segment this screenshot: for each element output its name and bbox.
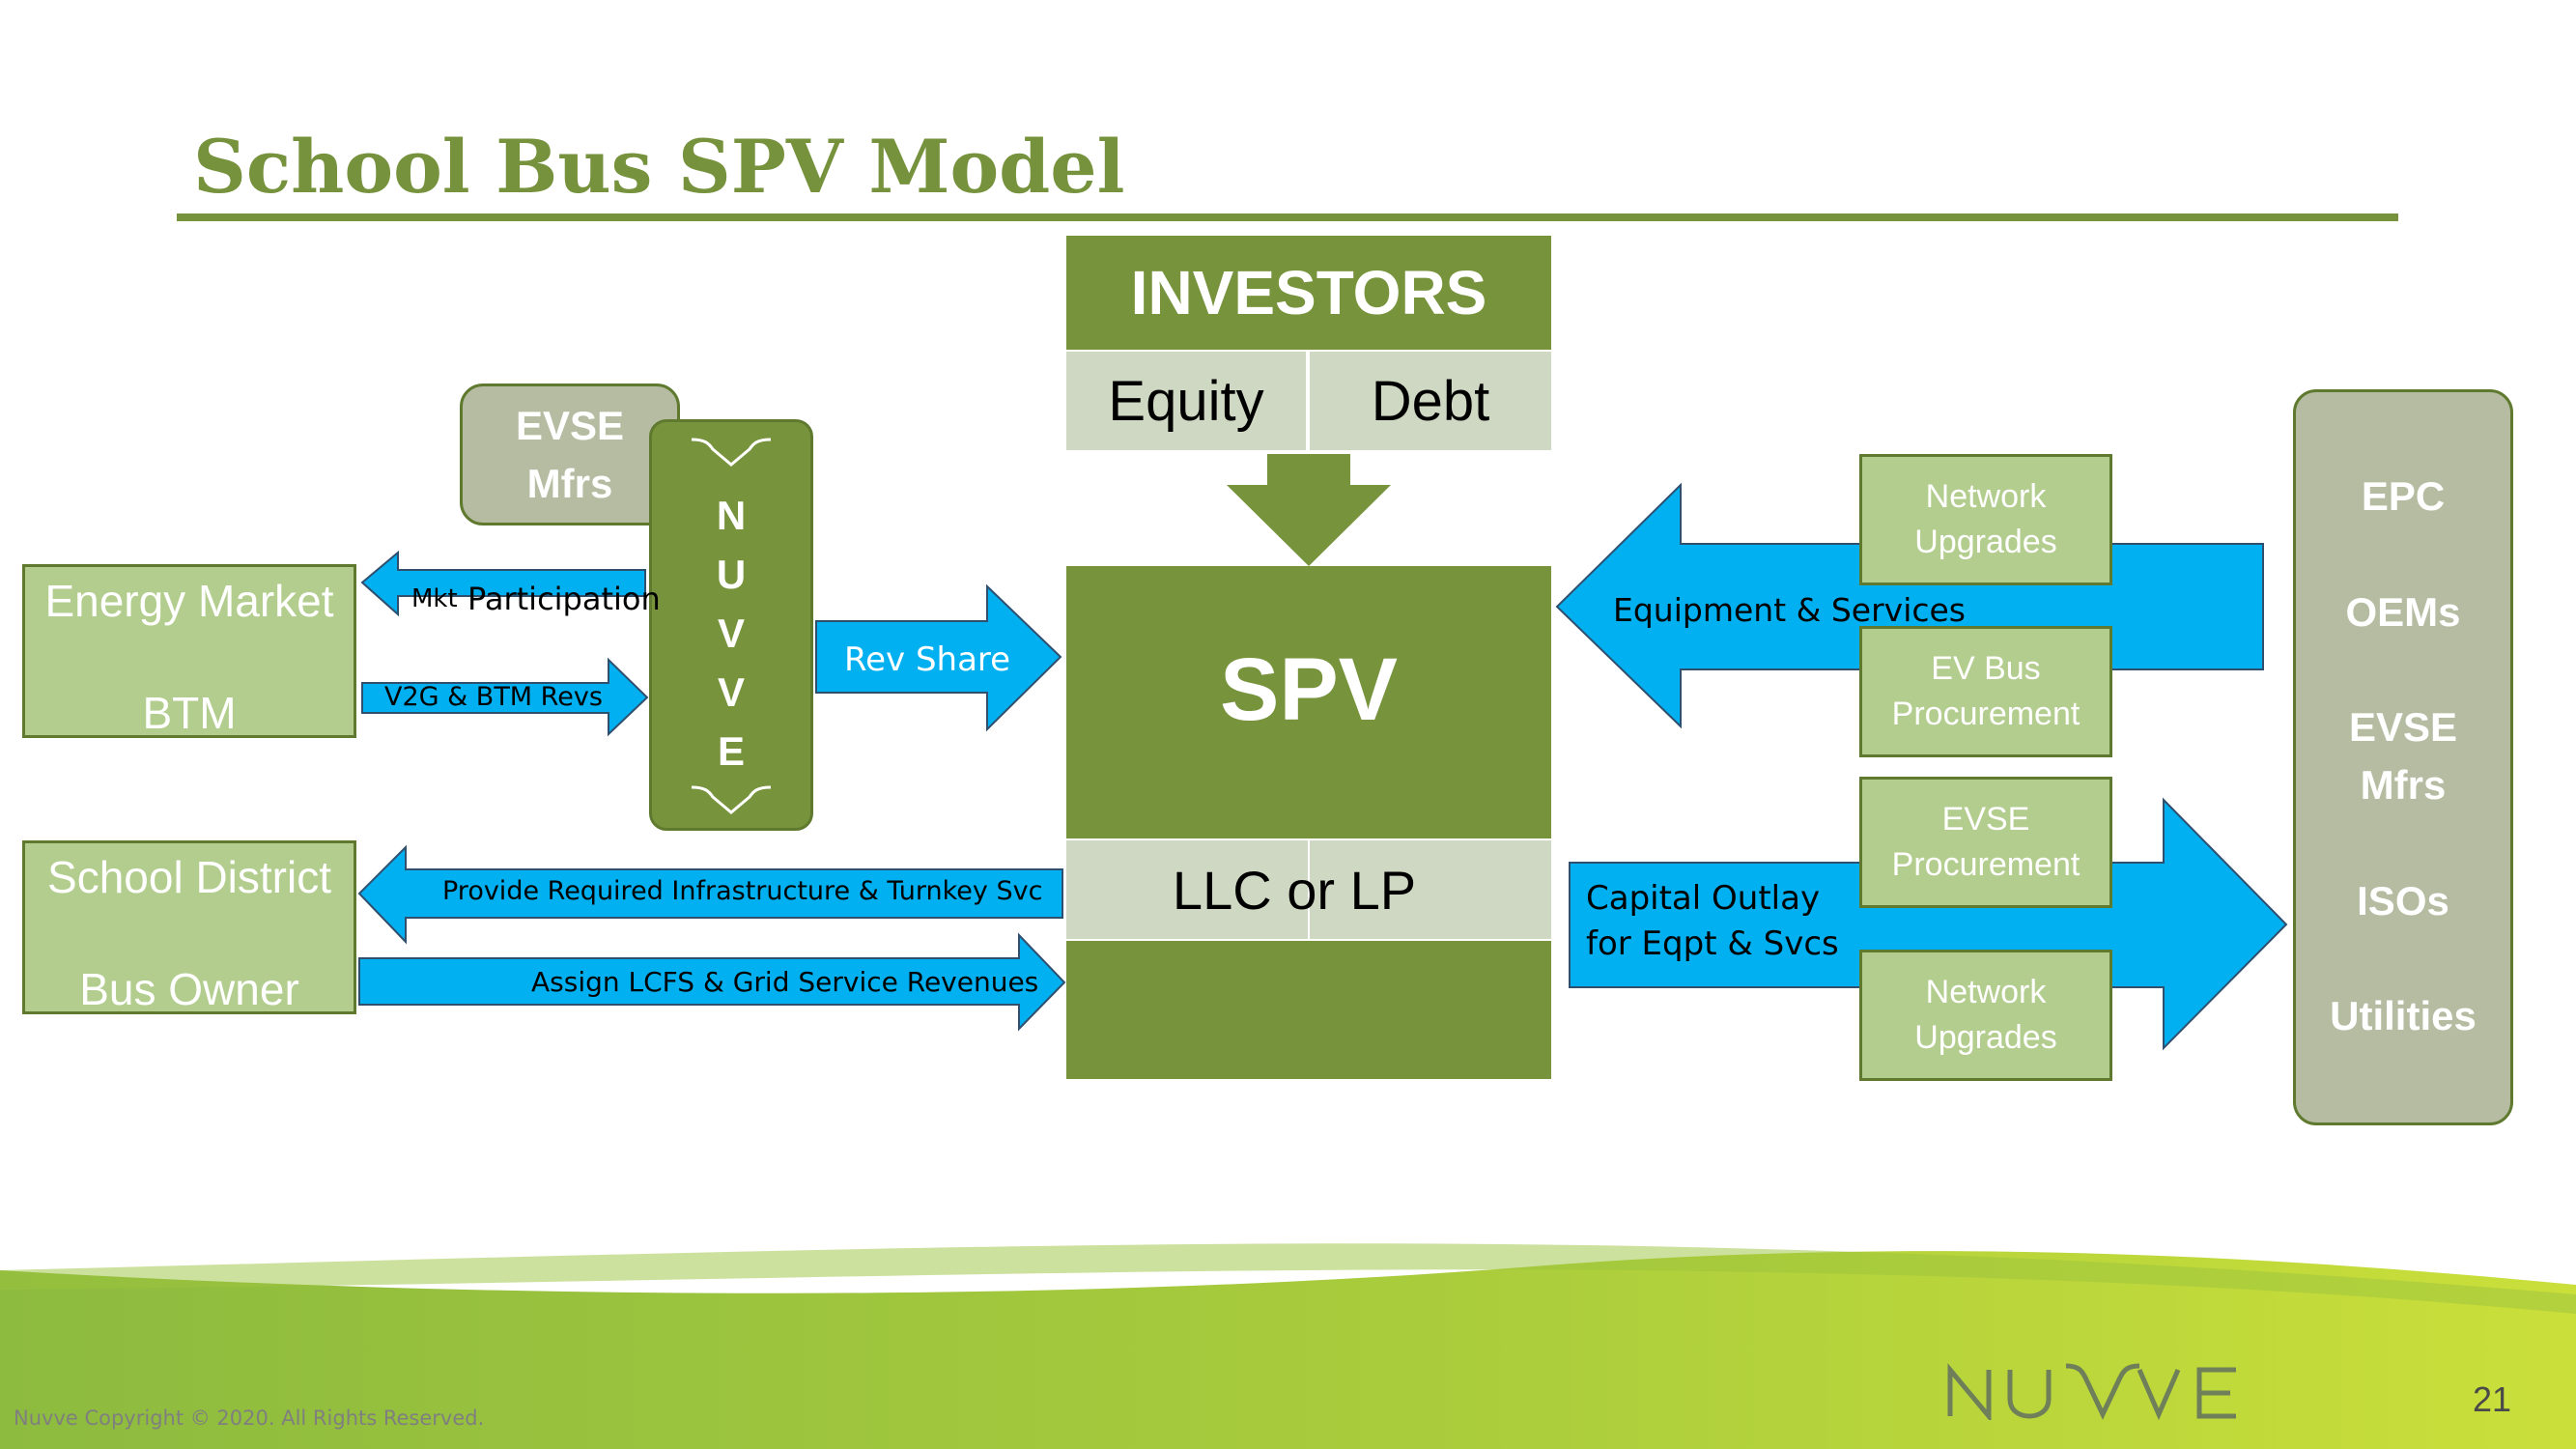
v2g-revs-arrow [361,657,649,737]
network-upgrades-top-box: Network Upgrades [1859,454,2112,585]
evse-mfrs-box: EVSE Mfrs [460,384,680,526]
school-district-label: School District [47,852,331,902]
nuvve-letter: E [717,728,745,774]
provider-epc: EPC [2361,473,2446,519]
nuvve-letter: U [716,552,747,597]
nuvve-logo [1946,1360,2275,1423]
debt-cell: Debt [1308,350,1553,452]
nuvve-letter: N [716,493,747,538]
equity-cell: Equity [1064,350,1308,452]
nuvve-letter: V [717,611,745,656]
provide-infrastructure-label: Provide Required Infrastructure & Turnke… [442,876,1043,906]
school-district-box: School District Bus Owner [22,840,356,1014]
ev-bus-procurement-line1: EV Bus [1931,650,2041,687]
footer-copyright: Nuvve Copyright © 2020. All Rights Reser… [14,1406,485,1430]
mkt-label: Mkt [411,584,458,613]
energy-market-box: Energy Market BTM [22,564,356,738]
evse-procurement-line2: Procurement [1891,846,2081,883]
llc-divider [1308,840,1310,939]
spv-box: SPV [1066,566,1551,1079]
v2g-revs-label: V2G & BTM Revs [384,682,603,712]
network-upgrades-top-line2: Upgrades [1914,524,2057,560]
btm-label: BTM [142,688,237,738]
equipment-services-label: Equipment & Services [1613,591,1966,629]
providers-box: EPC OEMs EVSE Mfrs ISOs Utilities [2293,389,2513,1125]
llc-label: LLC or LP [1172,859,1417,921]
nuvve-bottom-glyph [691,785,772,814]
evse-mfrs-line2: Mfrs [526,460,613,506]
assign-revenues-arrow [358,932,1066,1032]
provider-isos: ISOs [2357,878,2449,923]
title-underline [177,213,2398,221]
network-upgrades-top-line1: Network [1925,478,2047,515]
assign-revenues-label: Assign LCFS & Grid Service Revenues [531,966,1039,998]
rev-share-label: Rev Share [844,640,1011,679]
bus-owner-label: Bus Owner [79,964,299,1014]
ev-bus-procurement-box: EV Bus Procurement [1859,626,2112,757]
llc-row: LLC or LP [1064,838,1553,941]
network-upgrades-bottom-line1: Network [1925,974,2047,1010]
nuvve-letters: N U V V E [652,486,810,781]
nuvve-logo-mark [1947,1363,2236,1423]
network-upgrades-bottom-line2: Upgrades [1914,1019,2057,1056]
nuvve-top-glyph [691,438,772,467]
network-upgrades-bottom-box: Network Upgrades [1859,950,2112,1081]
provide-infrastructure-arrow [357,844,1063,945]
rev-share-arrow [815,583,1062,732]
nuvve-vertical-box: N U V V E [649,419,813,831]
ev-bus-procurement-line2: Procurement [1891,696,2081,732]
spv-label: SPV [1219,639,1399,739]
evse-procurement-box: EVSE Procurement [1859,777,2112,908]
energy-market-label: Energy Market [44,576,334,626]
page-number: 21 [2473,1379,2512,1419]
evse-mfrs-line1: EVSE [515,402,625,448]
provider-evse: EVSE [2348,704,2458,750]
investors-header: INVESTORS [1066,236,1551,350]
nuvve-letter: V [717,669,745,715]
provider-utilities: Utilities [2330,993,2477,1038]
mkt-participation-arrow [360,550,646,617]
participation-label: Participation [467,581,661,617]
provider-mfrs: Mfrs [2360,762,2447,808]
capital-outlay-label-line2: for Eqpt & Svcs [1586,924,1839,963]
provider-oems: OEMs [2345,589,2461,635]
evse-procurement-line1: EVSE [1941,801,2030,838]
slide-title: School Bus SPV Model [193,124,1125,210]
capital-outlay-label-line1: Capital Outlay [1586,879,1821,918]
